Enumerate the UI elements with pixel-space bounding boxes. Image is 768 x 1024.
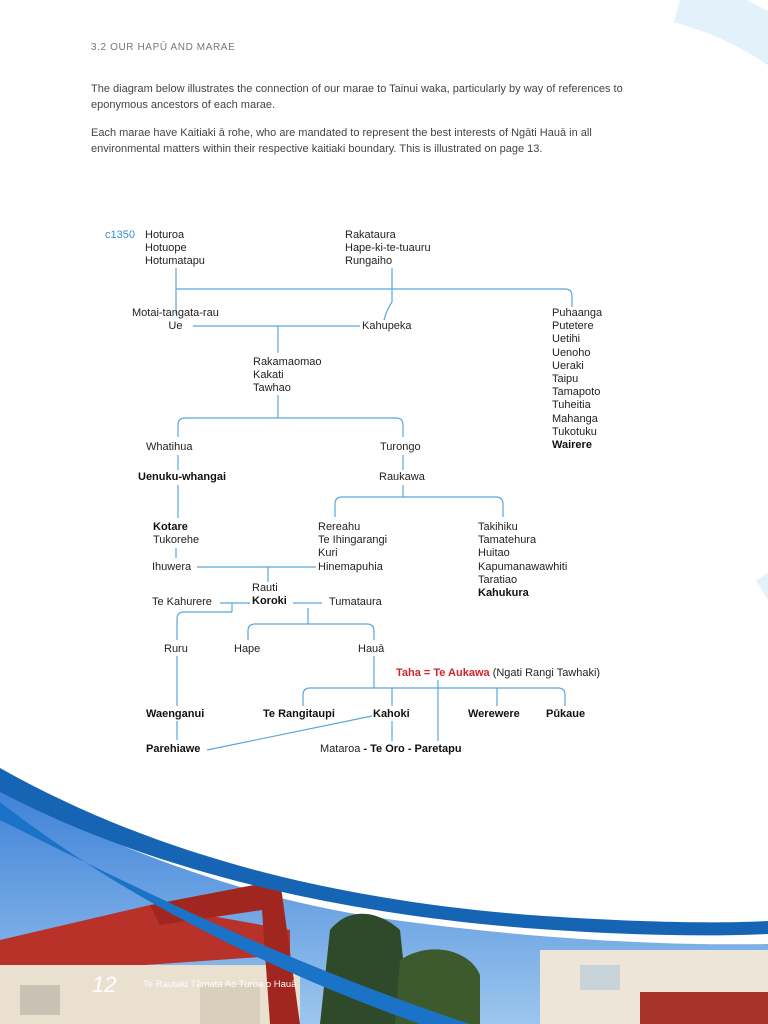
connector <box>177 417 186 437</box>
node-hape: Hape <box>234 643 261 655</box>
node-turongo: Turongo <box>380 441 421 453</box>
node-line: Putetere <box>552 320 594 333</box>
node-motai: Motai-tangata-rau Ue <box>132 307 219 333</box>
node-rakamaomao: Rakamaomao Kakati Tawhao <box>253 356 321 396</box>
node-line: Rakamaomao <box>253 356 322 368</box>
node-raukawa: Raukawa <box>379 471 425 483</box>
connector <box>206 715 373 751</box>
node-rauti: Rauti Koroki <box>252 582 287 608</box>
node-pukaue: Pūkaue <box>546 708 586 720</box>
node-kahupeka: Kahupeka <box>362 320 412 332</box>
node-tumataura: Tumataura <box>329 596 382 608</box>
node-werewere: Werewere <box>468 708 520 720</box>
node-line: Te Ihingarangi <box>318 534 388 547</box>
node-line: Kakati <box>253 369 284 382</box>
node-line: Hinemapuhia <box>318 560 383 573</box>
node-rakataura: Rakataura Hape-ki-te-tuauru Rungaiho <box>345 229 431 269</box>
node-line: Takihiku <box>478 521 518 533</box>
connector <box>176 288 573 307</box>
node-line: Rauti <box>252 582 278 594</box>
intro-paragraph-2: Each marae have Kaitiaki ā rohe, who are… <box>91 127 592 155</box>
page-number: 12 <box>92 972 117 997</box>
node-kahukura: Kahukura <box>478 587 529 600</box>
mataroa-label: Mataroa <box>320 743 361 755</box>
ngati-rangi-label: (Ngati Rangi Tawhaki) <box>489 667 601 679</box>
footer-title: Te Rautaki Tāmata Ao Turoa o Hauā <box>143 979 297 990</box>
node-ruru: Ruru <box>164 643 188 655</box>
node-hoturoa: Hoturoa Hotuope Hotumatapu <box>145 229 205 269</box>
node-line: Kotare <box>153 521 188 533</box>
node-line: Ueraki <box>552 359 584 372</box>
node-koroki: Koroki <box>252 595 287 608</box>
node-parehiawe: Parehiawe <box>146 743 201 755</box>
taha-label: Taha = Te Aukawa <box>396 667 490 679</box>
node-kahoki: Kahoki <box>373 708 410 720</box>
node-line: Taipu <box>552 373 579 386</box>
te-oro-paretapu-label: - Te Oro - Paretapu <box>360 743 462 755</box>
node-line: Rakataura <box>345 229 396 241</box>
node-line: Uenoho <box>552 346 591 359</box>
connector <box>302 687 311 706</box>
node-line: Tukorehe <box>153 534 200 547</box>
node-line: Huitao <box>478 547 510 560</box>
node-te-kahurere: Te Kahurere <box>152 596 212 608</box>
intro-paragraph-1: The diagram below illustrates the connec… <box>91 83 623 111</box>
date-label: c1350 <box>105 229 135 241</box>
connector <box>334 496 343 517</box>
node-haua: Hauā <box>358 643 385 655</box>
node-takihiku: Takihiku Tamatehura Huitao Kapumanawawhi… <box>478 521 567 600</box>
node-mataroa: Mataroa - Te Oro - Paretapu <box>320 743 462 756</box>
connector <box>176 611 232 640</box>
connector <box>247 623 256 640</box>
node-line: Rungaiho <box>345 255 393 268</box>
connector <box>383 289 393 321</box>
node-wairere: Wairere <box>552 439 592 452</box>
section-heading: 3.2 OUR HAPŪ AND MARAE <box>91 42 236 53</box>
node-line: Motai-tangata-rau <box>132 307 219 319</box>
connector <box>185 417 404 437</box>
node-ihuwera: Ihuwera <box>152 561 192 573</box>
connector <box>310 687 566 706</box>
node-uenuku-whangai: Uenuku-whangai <box>138 471 227 483</box>
node-line: Uetihi <box>552 333 581 346</box>
node-line: Tawhao <box>253 382 291 395</box>
node-line: Hape-ki-te-tuauru <box>345 242 431 255</box>
node-rereahu: Rereahu Te Ihingarangi Kuri Hinemapuhia <box>318 521 387 574</box>
node-te-rangitaupi: Te Rangitaupi <box>263 708 335 720</box>
node-line: Mahanga <box>552 412 598 425</box>
node-line: Tamatehura <box>478 534 537 547</box>
node-line: Kuri <box>318 547 338 560</box>
node-line: Hotuope <box>145 242 187 255</box>
swoosh-dark <box>0 768 768 936</box>
node-line: Puhaanga <box>552 307 603 319</box>
node-line: Tamapoto <box>552 386 601 399</box>
marae-roof <box>0 905 290 975</box>
node-line: Hotumatapu <box>145 255 205 268</box>
connector <box>255 623 375 640</box>
node-line: Tukotuku <box>552 425 597 438</box>
node-line: Ue <box>168 320 183 333</box>
node-line: Rereahu <box>318 521 361 533</box>
node-whatihua: Whatihua <box>146 441 193 453</box>
node-kotare: Kotare Tukorehe <box>153 521 199 547</box>
node-waenganui: Waenganui <box>146 708 205 720</box>
node-line: Tuheitia <box>552 399 591 412</box>
node-line: Taratiao <box>478 573 518 586</box>
node-line: Hoturoa <box>145 229 185 241</box>
genealogy-connectors <box>175 268 573 751</box>
node-taha: Taha = Te Aukawa (Ngati Rangi Tawhaki) <box>396 667 600 680</box>
connector <box>342 496 504 517</box>
node-puhaanga: Puhaanga Putetere Uetihi Uenoho Ueraki T… <box>552 307 602 452</box>
node-line: Kapumanawawhiti <box>478 560 568 573</box>
